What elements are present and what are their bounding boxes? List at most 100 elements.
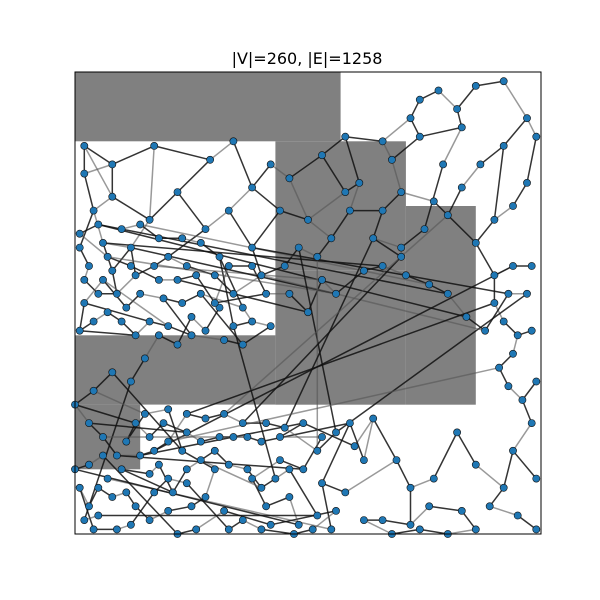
graph-node <box>471 238 480 247</box>
graph-edge <box>288 496 300 526</box>
graph-node <box>164 506 173 515</box>
graph-node <box>173 340 182 349</box>
graph-node <box>462 312 471 321</box>
graph-node <box>136 220 145 229</box>
graph-node <box>94 289 103 298</box>
graph-edge <box>176 191 207 230</box>
graph-node <box>164 322 173 330</box>
graph-node <box>224 206 233 215</box>
graph-node <box>75 483 84 492</box>
graph-node <box>304 215 312 224</box>
graph-node <box>527 419 536 427</box>
graph-node <box>182 479 191 488</box>
graph-edge <box>512 450 537 480</box>
graph-node <box>192 271 201 280</box>
graph-node <box>238 303 247 312</box>
graph-edge <box>74 403 136 424</box>
graph-node <box>415 95 424 104</box>
plot-title: |V|=260, |E|=1258 <box>232 49 383 68</box>
graph-edge <box>475 464 505 489</box>
graph-node <box>406 483 415 492</box>
graph-node <box>182 465 191 474</box>
graph-node <box>532 525 541 534</box>
graph-edge <box>447 214 477 244</box>
graph-node <box>248 474 256 483</box>
graph-edge <box>484 293 510 332</box>
graph-node <box>318 433 326 441</box>
graph-edge <box>372 418 398 461</box>
graph-node <box>89 206 98 215</box>
graph-edge <box>521 399 533 424</box>
graph-node <box>490 299 499 307</box>
graph-node <box>294 243 303 252</box>
graph-node <box>243 465 252 474</box>
graph-node <box>304 308 312 317</box>
graph-node <box>313 446 322 455</box>
graph-node <box>276 206 284 215</box>
graph-node <box>89 525 98 534</box>
graph-edge <box>167 228 206 258</box>
graph-edge <box>382 117 411 142</box>
graph-edge <box>232 141 253 188</box>
graph-node <box>108 266 117 275</box>
graph-node <box>108 160 117 169</box>
graph-edge <box>475 219 495 244</box>
graph-edge <box>456 432 477 466</box>
graph-edge <box>512 422 533 452</box>
graph-node <box>359 456 368 464</box>
graph-edge <box>307 191 346 221</box>
graph-node <box>103 474 112 483</box>
graph-edge <box>111 196 150 221</box>
graph-node <box>429 197 438 206</box>
graph-node <box>378 206 387 215</box>
graph-edge <box>409 505 430 526</box>
graph-node <box>276 433 284 441</box>
graph-node <box>187 331 196 340</box>
graph-edge <box>116 274 137 295</box>
graph-node <box>504 289 513 298</box>
graph-node <box>262 289 270 298</box>
graph-node <box>210 299 219 307</box>
graph-node <box>434 86 443 95</box>
graph-node <box>397 243 406 252</box>
graph-node <box>150 446 159 455</box>
graph-node <box>318 151 326 160</box>
graph-node <box>229 137 238 146</box>
graph-edge <box>154 265 323 281</box>
graph-edge <box>489 505 518 517</box>
graph-node <box>443 211 452 220</box>
graph-node <box>136 289 145 298</box>
graph-edge <box>83 145 113 198</box>
graph-edge <box>363 418 374 461</box>
graph-edge <box>84 163 113 175</box>
graph-edge <box>93 371 113 392</box>
graph-node <box>509 262 517 270</box>
graph-node <box>178 234 187 243</box>
graph-node <box>215 303 224 312</box>
graph-node <box>262 419 270 427</box>
graph-node <box>80 275 89 284</box>
graph-edge <box>512 182 528 207</box>
graph-node <box>117 465 126 474</box>
graph-edge <box>312 510 337 530</box>
graph-node <box>206 155 214 164</box>
graph-node <box>145 516 154 524</box>
graph-node <box>313 511 322 520</box>
graph-edge <box>330 210 351 239</box>
graph-node <box>485 502 494 511</box>
graph-edge <box>335 270 365 295</box>
graph-node <box>94 483 103 492</box>
graph-node <box>443 289 452 298</box>
graph-edge <box>429 505 462 512</box>
graph-node <box>359 266 368 275</box>
graph-node <box>229 289 238 298</box>
graph-node <box>136 451 145 460</box>
graph-node <box>159 419 168 427</box>
graph-edge <box>153 265 514 452</box>
graph-node <box>192 525 201 534</box>
graph-node <box>271 474 280 483</box>
graph-edge <box>200 459 262 489</box>
graph-edge <box>419 528 448 535</box>
graph-edge <box>349 422 365 461</box>
graph-edge <box>321 422 351 484</box>
